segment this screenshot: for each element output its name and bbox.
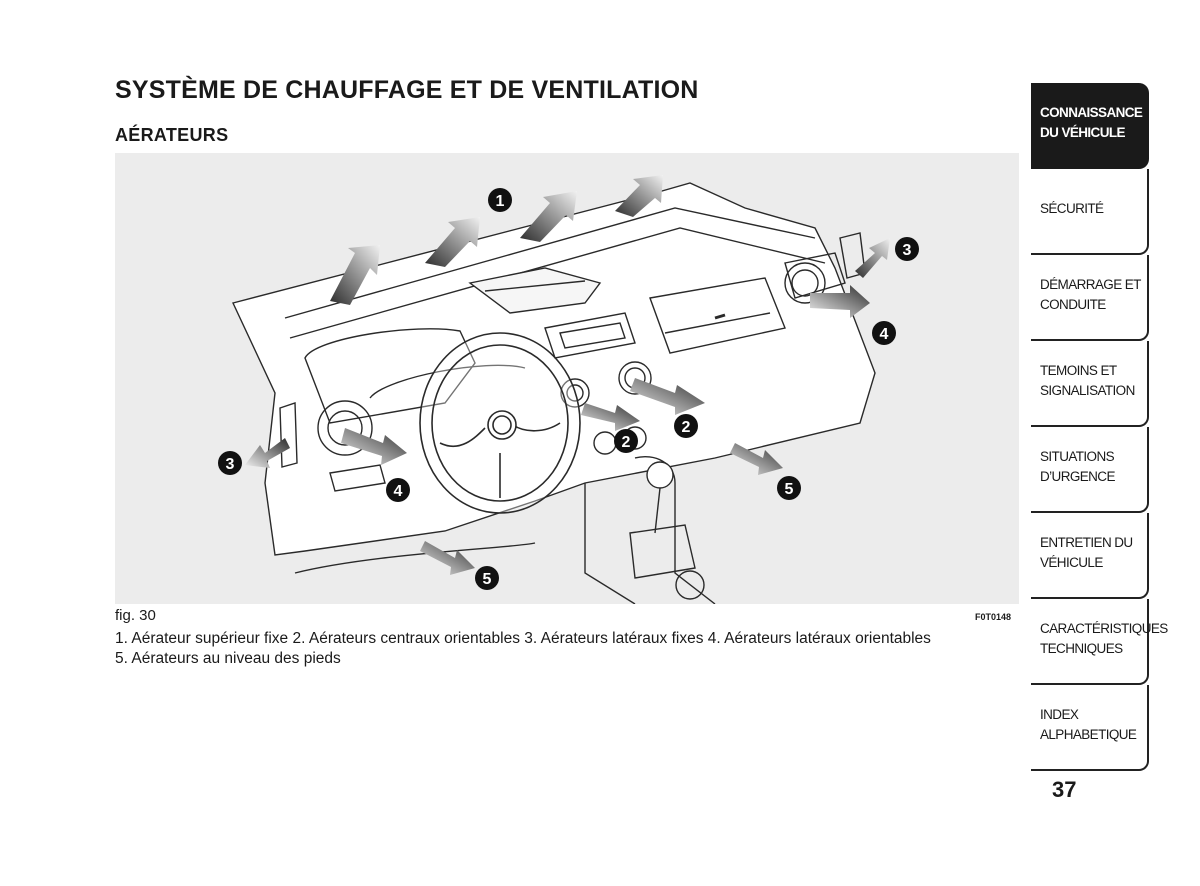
callout-label: 5 — [785, 481, 794, 498]
tab-entretien-du-vehicule[interactable]: ENTRETIEN DU VÉHICULE — [1031, 513, 1149, 599]
tab-index-alphabetique[interactable]: INDEX ALPHABETIQUE — [1031, 685, 1149, 771]
section-title: AÉRATEURS — [115, 125, 229, 145]
airflow-arrow-upper-1 — [330, 245, 380, 305]
callout-2-right: 2 — [674, 414, 698, 438]
airflow-arrow-right-fixed — [855, 238, 890, 278]
caption-line: 5. Aérateurs au niveau des pieds — [115, 650, 341, 667]
airflow-arrow-center-1 — [630, 378, 705, 415]
airflow-arrows — [245, 175, 890, 575]
caption-line: 1. Aérateur supérieur fixe 2. Aérateurs … — [115, 630, 931, 647]
callout-3-left: 3 — [218, 451, 242, 475]
tab-label: CONNAISSANCE DU VÉHICULE — [1040, 105, 1143, 140]
steering-wheel — [419, 332, 581, 514]
tab-label: INDEX ALPHABETIQUE — [1040, 707, 1137, 742]
callout-3-right: 3 — [895, 237, 919, 261]
tab-label: CARACTÉRISTIQUES TECHNIQUES — [1040, 621, 1168, 656]
gear-lever — [629, 461, 705, 600]
tab-situations-d-urgence[interactable]: SITUATIONS D’URGENCE — [1031, 427, 1149, 513]
tab-label: DÉMARRAGE ET CONDUITE — [1040, 277, 1141, 312]
callout-5-right: 5 — [777, 476, 801, 500]
tab-temoins-et-signalisation[interactable]: TEMOINS ET SIGNALISATION — [1031, 341, 1149, 427]
page-title: SYSTÈME DE CHAUFFAGE ET DE VENTILATION — [115, 76, 699, 104]
tab-label: TEMOINS ET SIGNALISATION — [1040, 363, 1135, 398]
page-number: 37 — [1052, 777, 1077, 802]
callout-label: 5 — [483, 571, 492, 588]
callout-label: 3 — [903, 242, 912, 259]
callout-label: 3 — [226, 456, 235, 473]
callout-label: 2 — [622, 434, 631, 451]
tab-label: SITUATIONS D’URGENCE — [1040, 449, 1115, 484]
airflow-arrow-left-fixed — [245, 438, 290, 468]
dashboard-outline — [232, 182, 876, 604]
tab-label: ENTRETIEN DU VÉHICULE — [1040, 535, 1133, 570]
callout-label: 4 — [880, 326, 889, 343]
airflow-arrow-center-2 — [581, 403, 640, 431]
airflow-arrow-upper-4 — [615, 175, 663, 217]
callout-label: 4 — [394, 483, 403, 500]
callout-4-left: 4 — [386, 478, 410, 502]
callout-label: 1 — [496, 193, 505, 210]
airflow-arrow-foot-left — [420, 541, 475, 575]
tab-connaissance-du-vehicule[interactable]: CONNAISSANCE DU VÉHICULE — [1031, 83, 1149, 169]
callout-label: 2 — [682, 419, 691, 436]
tab-securite[interactable]: SÉCURITÉ — [1031, 169, 1149, 255]
chapter-tabs: CONNAISSANCE DU VÉHICULE SÉCURITÉ DÉMARR… — [1031, 83, 1168, 771]
figure-caption: 1. Aérateur supérieur fixe 2. Aérateurs … — [115, 629, 1025, 669]
callout-2-center: 2 — [614, 429, 638, 453]
tab-label: SÉCURITÉ — [1040, 201, 1104, 216]
tab-demarrage-et-conduite[interactable]: DÉMARRAGE ET CONDUITE — [1031, 255, 1149, 341]
airflow-arrow-right-adjustable — [810, 285, 870, 318]
airflow-arrow-upper-2 — [425, 217, 480, 267]
callout-5-left: 5 — [475, 566, 499, 590]
figure-code: F0T0148 — [975, 612, 1012, 622]
airflow-arrow-upper-3 — [520, 191, 577, 242]
callout-1: 1 — [488, 188, 512, 212]
airflow-arrow-left-adjustable — [341, 428, 407, 465]
figure-label: fig. 30 — [115, 607, 156, 624]
airflow-arrow-foot-right — [730, 443, 783, 475]
callout-4-right: 4 — [872, 321, 896, 345]
tab-caracteristiques-techniques[interactable]: CARACTÉRISTIQUES TECHNIQUES — [1031, 599, 1168, 685]
dashboard-illustration: 1 2 2 3 3 4 4 5 — [115, 153, 1019, 604]
